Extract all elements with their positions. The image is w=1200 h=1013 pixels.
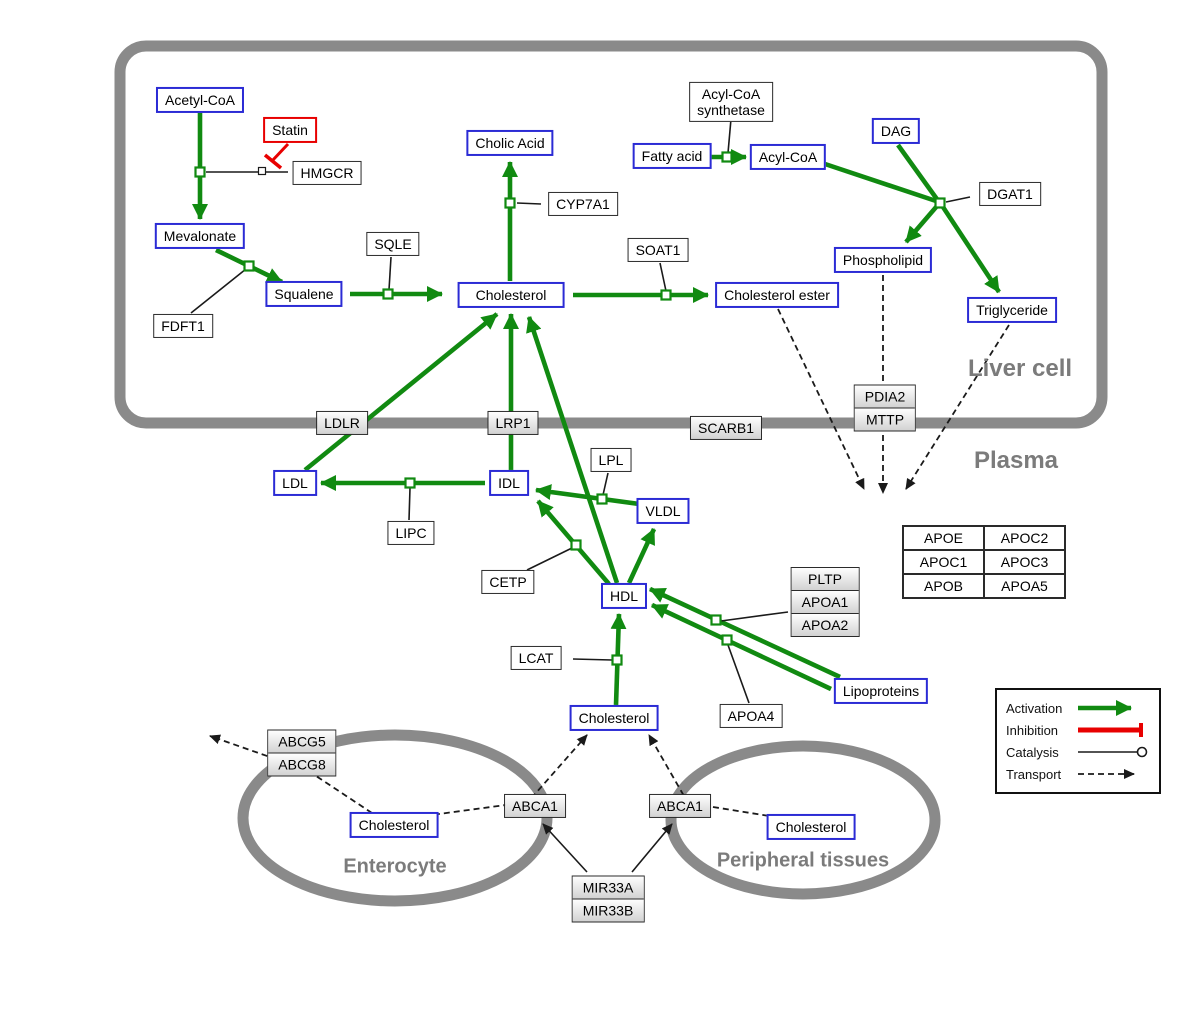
node-abcg8[interactable]: ABCG8 xyxy=(268,752,336,776)
acyl-coa-synthetase-line2: synthetase xyxy=(697,102,765,118)
legend-activation-label: Activation xyxy=(1006,700,1063,716)
node-cholic-acid[interactable]: Cholic Acid xyxy=(466,129,554,157)
label-peripheral-tissues: Peripheral tissues xyxy=(716,849,890,872)
node-soat1[interactable]: SOAT1 xyxy=(627,237,689,263)
node-ldl[interactable]: LDL xyxy=(273,469,317,497)
acyl-coa-synthetase-line1: Acyl-CoA xyxy=(701,85,761,102)
peripheral-tissues-membrane xyxy=(665,740,941,900)
node-apoc1[interactable]: APOC1 xyxy=(903,550,984,574)
node-acetyl-coa[interactable]: Acetyl-CoA xyxy=(155,86,245,114)
legend-transport-label: Transport xyxy=(1006,766,1062,782)
node-cholesterol-enterocyte[interactable]: Cholesterol xyxy=(349,811,439,839)
inhibition-edge xyxy=(263,142,290,170)
node-ldlr[interactable]: LDLR xyxy=(316,410,368,436)
stack-pdia2-mttp: PDIA2 MTTP xyxy=(853,384,917,432)
node-acyl-coa[interactable]: Acyl-CoA xyxy=(749,143,827,171)
stack-pltp-apoa1-apoa2: PLTP APOA1 APOA2 xyxy=(790,567,860,637)
label-plasma: Plasma xyxy=(973,447,1059,474)
node-apoc2[interactable]: APOC2 xyxy=(984,526,1065,550)
reaction-junctions xyxy=(194,151,946,666)
node-vldl[interactable]: VLDL xyxy=(636,497,690,525)
node-cholesterol-plasma[interactable]: Cholesterol xyxy=(569,704,659,732)
node-cholesterol-ester[interactable]: Cholesterol ester xyxy=(715,281,839,309)
node-mir33a[interactable]: MIR33A xyxy=(572,876,644,899)
node-fatty-acid[interactable]: Fatty acid xyxy=(632,142,712,170)
node-dgat1[interactable]: DGAT1 xyxy=(979,181,1041,207)
node-dag[interactable]: DAG xyxy=(871,117,921,145)
catalysis-circle-symbol xyxy=(1078,746,1148,758)
node-mir33b[interactable]: MIR33B xyxy=(572,898,644,922)
activation-edges xyxy=(192,113,1001,706)
node-abca1-enterocyte[interactable]: ABCA1 xyxy=(504,793,566,819)
node-phospholipid[interactable]: Phospholipid xyxy=(833,246,933,274)
node-abcg5[interactable]: ABCG5 xyxy=(268,730,336,753)
transport-arrow-symbol xyxy=(1078,769,1135,779)
node-scarb1[interactable]: SCARB1 xyxy=(689,415,763,441)
node-apob[interactable]: APOB xyxy=(903,574,984,598)
node-lpl[interactable]: LPL xyxy=(590,447,632,473)
node-lcat[interactable]: LCAT xyxy=(510,645,562,671)
node-statin[interactable]: Statin xyxy=(263,116,317,144)
node-hdl[interactable]: HDL xyxy=(600,582,648,610)
label-liver-cell: Liver cell xyxy=(967,355,1073,382)
node-apoa5[interactable]: APOA5 xyxy=(984,574,1065,598)
node-sqle[interactable]: SQLE xyxy=(366,231,420,257)
apolipoprotein-table: APOE APOC2 APOC1 APOC3 APOB APOA5 xyxy=(902,525,1066,599)
legend-inhibition-label: Inhibition xyxy=(1006,722,1059,738)
legend-row-catalysis: Catalysis xyxy=(1006,741,1150,763)
node-pltp[interactable]: PLTP xyxy=(791,568,859,590)
node-triglyceride[interactable]: Triglyceride xyxy=(967,296,1057,324)
node-fdft1[interactable]: FDFT1 xyxy=(153,313,213,339)
node-apoc3[interactable]: APOC3 xyxy=(984,550,1065,574)
node-lipoproteins[interactable]: Lipoproteins xyxy=(833,677,929,705)
legend-row-activation: Activation xyxy=(1006,697,1150,719)
node-lrp1[interactable]: LRP1 xyxy=(487,410,539,436)
stack-mir33: MIR33A MIR33B xyxy=(571,875,645,923)
node-squalene[interactable]: Squalene xyxy=(265,280,343,308)
node-lipc[interactable]: LIPC xyxy=(387,520,435,546)
legend-row-inhibition: Inhibition xyxy=(1006,719,1150,741)
stack-abcg5-abcg8: ABCG5 ABCG8 xyxy=(267,729,337,777)
node-hmgcr[interactable]: HMGCR xyxy=(292,160,362,186)
legend: Activation Inhibition Catalysis Transpor… xyxy=(995,688,1161,794)
statin-target-square xyxy=(257,166,267,176)
node-cholesterol-peripheral[interactable]: Cholesterol xyxy=(766,813,856,841)
liver-cell-membrane xyxy=(114,40,1108,429)
node-abca1-peripheral[interactable]: ABCA1 xyxy=(649,793,711,819)
node-acyl-coa-synthetase[interactable]: Acyl-CoA synthetase xyxy=(689,81,773,123)
legend-row-transport: Transport xyxy=(1006,763,1150,785)
label-enterocyte: Enterocyte xyxy=(343,855,447,878)
node-cetp[interactable]: CETP xyxy=(481,569,535,595)
node-idl[interactable]: IDL xyxy=(489,469,529,497)
node-cyp7a1[interactable]: CYP7A1 xyxy=(548,191,618,217)
node-apoa4[interactable]: APOA4 xyxy=(719,703,783,729)
node-pdia2[interactable]: PDIA2 xyxy=(854,385,916,408)
inhibition-bar-symbol xyxy=(1078,723,1143,737)
node-mttp[interactable]: MTTP xyxy=(854,407,916,431)
node-apoa1[interactable]: APOA1 xyxy=(791,590,859,613)
node-apoe[interactable]: APOE xyxy=(903,526,984,550)
node-apoa2[interactable]: APOA2 xyxy=(791,613,859,636)
node-mevalonate[interactable]: Mevalonate xyxy=(154,222,246,250)
catalysis-edges xyxy=(190,118,971,873)
node-cholesterol-liver[interactable]: Cholesterol xyxy=(457,281,565,309)
activation-arrow-symbol xyxy=(1078,700,1132,716)
legend-catalysis-label: Catalysis xyxy=(1006,744,1059,760)
